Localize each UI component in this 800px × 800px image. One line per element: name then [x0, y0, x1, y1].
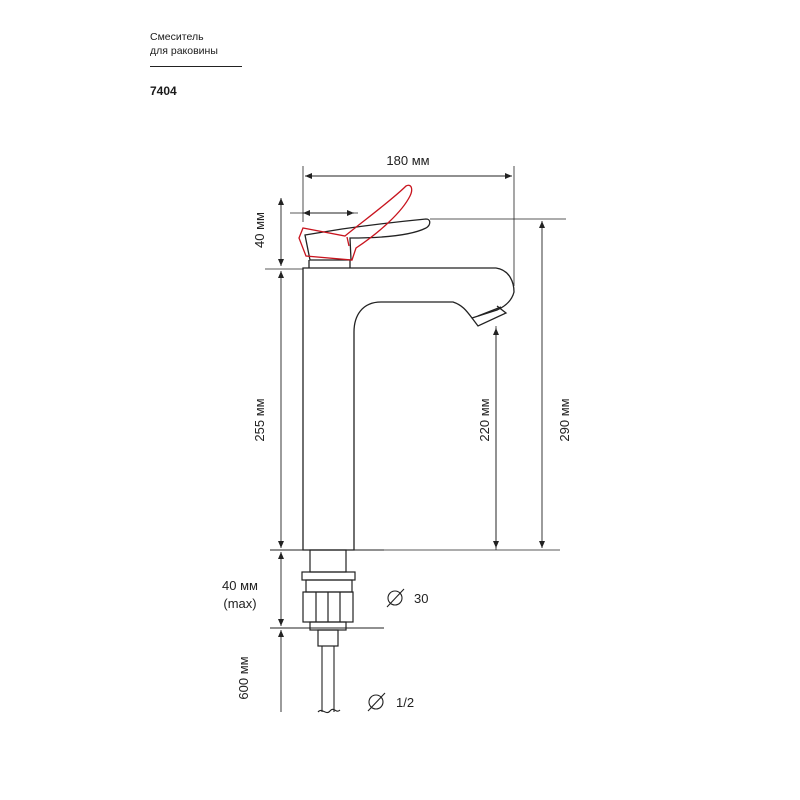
title-line-1: Смеситель	[150, 31, 204, 43]
mounting-nut	[301, 549, 356, 647]
supply-hose	[317, 646, 341, 714]
label-width: 180 мм	[386, 153, 429, 168]
label-mount-note: (max)	[223, 596, 256, 611]
title-line-2: для раковины	[150, 45, 218, 57]
label-hose-thread: 1/2	[396, 695, 414, 710]
faucet-body	[302, 260, 515, 551]
diameter-icon	[367, 692, 386, 712]
label-total-height: 290 мм	[557, 398, 572, 441]
handle-lever-open	[298, 184, 413, 261]
label-hose-length: 600 мм	[236, 656, 251, 699]
model-number: 7404	[150, 84, 177, 98]
label-body-height: 255 мм	[252, 398, 267, 441]
extension-lines	[265, 166, 566, 551]
label-handle-height: 40 мм	[252, 212, 267, 248]
label-spout-height: 220 мм	[477, 398, 492, 441]
diameter-icon	[386, 588, 405, 608]
title-divider	[150, 66, 242, 67]
label-hole-diameter: 30	[414, 591, 428, 606]
label-mount-thickness: 40 мм	[222, 578, 258, 593]
